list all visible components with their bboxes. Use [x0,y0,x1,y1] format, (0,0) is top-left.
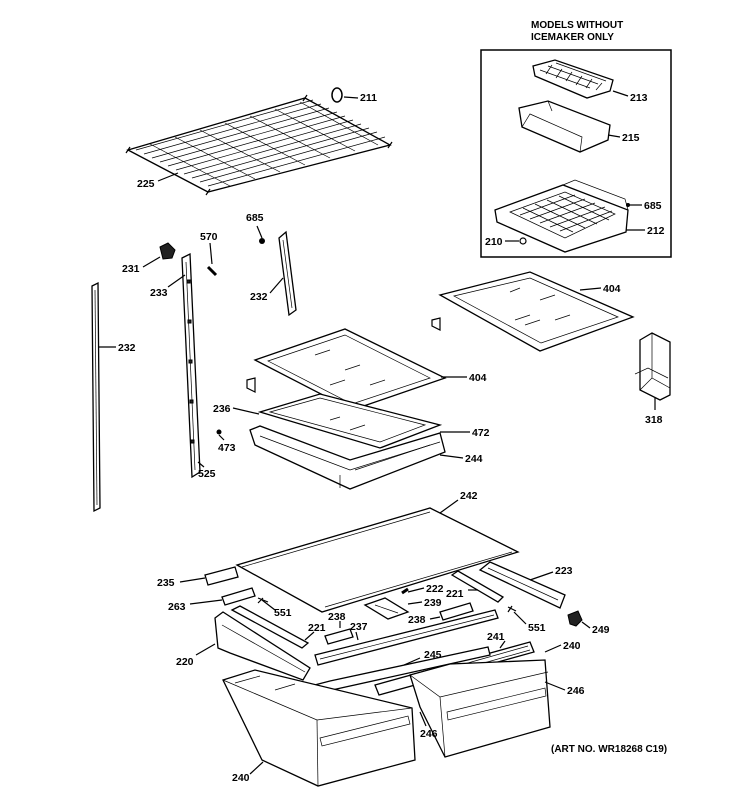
label-237: 237 [350,621,368,633]
label-551b: 551 [528,622,546,634]
part-240-drawer-right [409,659,551,758]
label-235: 235 [157,577,175,589]
label-221a: 221 [446,588,464,600]
inset-caption-line2: ICEMAKER ONLY [531,32,614,43]
label-685a: 685 [246,212,264,224]
part-238-slide-left [324,628,354,645]
label-221b: 221 [308,622,326,634]
label-240b: 240 [232,772,250,784]
label-472: 472 [472,427,490,439]
inset-frame [480,49,672,258]
label-223: 223 [555,565,573,577]
label-244: 244 [465,453,483,465]
label-220: 220 [176,656,194,668]
label-570: 570 [200,231,218,243]
part-215-ice-bin [518,100,611,153]
label-404a: 404 [603,283,621,295]
label-212: 212 [647,225,665,237]
part-570-screw [206,265,218,277]
label-685b: 685 [644,200,662,212]
part-237-divider [314,609,499,666]
part-225-wire-shelf [125,94,393,196]
label-249: 249 [592,624,610,636]
label-525: 525 [198,468,216,480]
part-473-screw [216,429,222,435]
part-236-crisper-frame [257,393,443,449]
label-238b: 238 [408,614,426,626]
label-246b: 246 [420,728,438,740]
label-233: 233 [150,287,168,299]
label-245: 245 [424,649,442,661]
label-238a: 238 [328,611,346,623]
part-244-crisper-rail [249,425,446,490]
label-231: 231 [122,263,140,275]
label-232a: 232 [250,291,268,303]
part-235-bracket [204,566,239,586]
icemaker-inset: MODELS WITHOUT ICEMAKER ONLY 213 215 212 [480,20,672,258]
part-249-clip [567,610,583,627]
part-404-glass-shelf-middle [246,328,447,411]
label-241: 241 [487,631,505,643]
label-318: 318 [645,414,663,426]
inset-caption-line1: MODELS WITHOUT [531,20,623,31]
label-404b: 404 [469,372,487,384]
label-242: 242 [460,490,478,502]
part-212-icemaker-shelf [494,179,629,253]
part-211-cap [331,87,343,103]
part-238-slide-right [439,602,474,621]
part-220-side-bracket [214,611,311,681]
part-221-strip-left [230,605,310,649]
part-222-pin [401,587,409,595]
label-225: 225 [137,178,155,190]
part-263-strip [221,587,256,606]
part-685-screw-left [259,238,265,244]
label-211: 211 [360,92,377,104]
part-318-bracket [634,332,671,401]
label-239: 239 [424,597,442,609]
part-404-glass-shelf-right [431,271,635,352]
part-239-hinge [363,597,410,620]
part-223-right-rail [478,561,566,609]
part-231-bracket [159,242,176,260]
part-240-drawer-left [222,669,416,787]
part-232-left-rail [91,281,101,513]
label-240a: 240 [563,640,581,652]
label-213: 213 [630,92,648,104]
part-221-strip-right [450,570,505,603]
art-number: (ART NO. WR18268 C19) [551,744,667,755]
part-685-screw [626,203,630,207]
label-246a: 246 [567,685,585,697]
part-242-crisper-cover [235,507,520,613]
label-236: 236 [213,403,231,415]
label-551a: 551 [274,607,292,619]
label-473: 473 [218,442,236,454]
label-232b: 232 [118,342,136,354]
label-263: 263 [168,601,186,613]
part-210-clip [519,237,527,245]
part-213-ice-tray [532,59,614,99]
part-233-long-rail [181,252,201,479]
part-232-upper-rail [278,230,297,317]
label-222: 222 [426,583,444,595]
label-210: 210 [485,236,503,248]
label-215: 215 [622,132,640,144]
